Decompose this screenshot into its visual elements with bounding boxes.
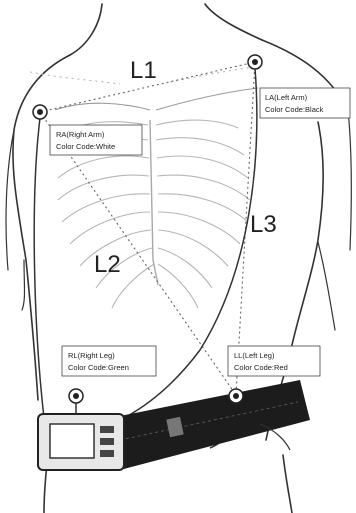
- label-box-la: LA(Left Arm) Color Code:Black: [260, 88, 350, 118]
- label-box-ra: RA(Right Arm) Color Code:White: [50, 125, 142, 155]
- electrode-la: [248, 55, 262, 69]
- lead-label-l1: L1: [130, 57, 157, 84]
- label-ll-line1: LL(Left Leg): [234, 351, 275, 360]
- label-la-line1: LA(Left Arm): [265, 93, 308, 102]
- label-rl-line2: Color Code:Green: [68, 363, 129, 372]
- lead-lines: [40, 62, 255, 395]
- lead-label-l2: L2: [94, 251, 121, 278]
- rib-cage: [30, 66, 262, 308]
- label-ll-line2: Color Code:Red: [234, 363, 288, 372]
- device-button-3: [100, 450, 114, 457]
- electrode-rl: [69, 389, 83, 403]
- device-button-1: [100, 426, 114, 433]
- electrode-ra: [33, 105, 47, 119]
- device-button-2: [100, 438, 114, 445]
- label-ra-line2: Color Code:White: [56, 142, 115, 151]
- label-ra-line1: RA(Right Arm): [56, 130, 105, 139]
- belt: [110, 380, 310, 470]
- lead-label-l3: L3: [250, 211, 277, 238]
- electrode-ll: [229, 389, 243, 403]
- label-box-ll: LL(Left Leg) Color Code:Red: [228, 346, 320, 376]
- label-rl-line1: RL(Right Leg): [68, 351, 115, 360]
- holter-monitor-device: [38, 414, 124, 470]
- label-box-rl: RL(Right Leg) Color Code:Green: [62, 346, 156, 376]
- label-la-line2: Color Code:Black: [265, 105, 324, 114]
